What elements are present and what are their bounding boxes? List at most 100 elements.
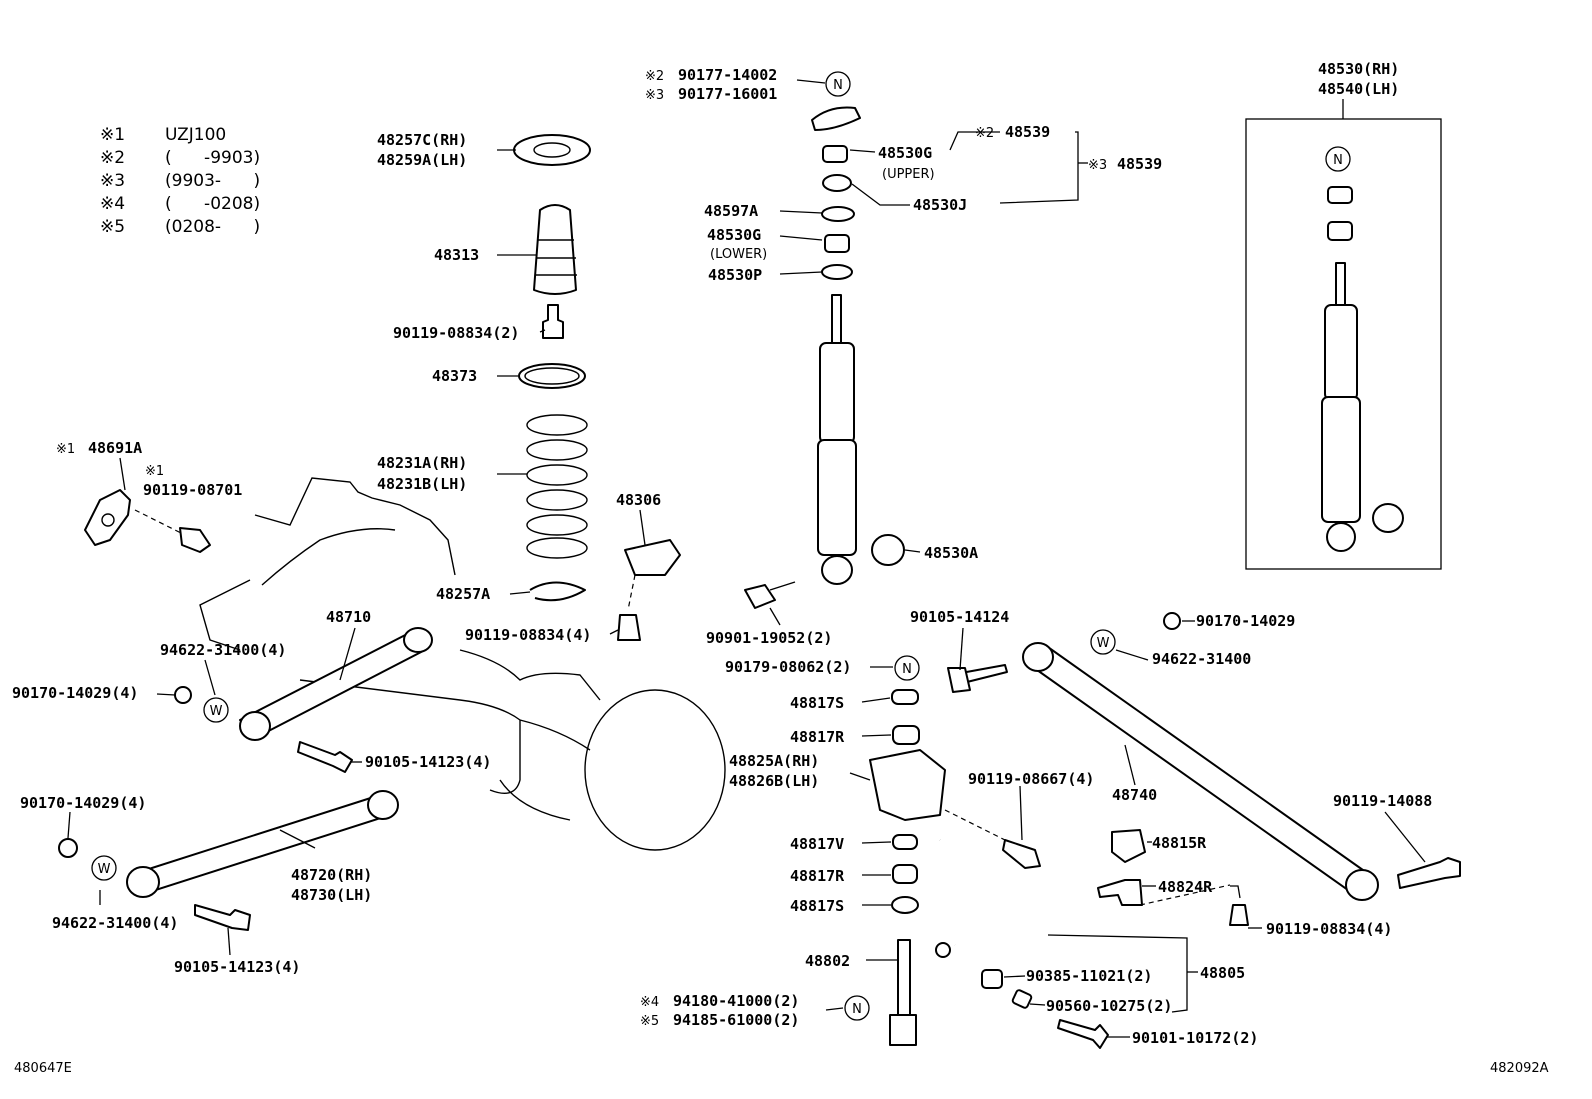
part-label[interactable]: 48530J xyxy=(913,196,967,214)
part-sublabel: (LOWER) xyxy=(710,247,767,262)
part-label[interactable]: 48373 xyxy=(432,367,477,385)
part-label[interactable]: 90560-10275(2) xyxy=(1046,997,1172,1015)
part-label[interactable]: 48306 xyxy=(616,491,661,509)
part-label[interactable]: 90105-14124 xyxy=(910,608,1009,626)
nut xyxy=(58,838,78,858)
part-label[interactable]: 48313 xyxy=(434,246,479,264)
note-text: (9903- ) xyxy=(165,171,260,191)
part-label[interactable]: 48231A(RH) xyxy=(377,454,467,472)
part-label[interactable]: 90385-11021(2) xyxy=(1026,967,1152,985)
note-mark: ※5 xyxy=(100,217,125,237)
w-symbol xyxy=(91,855,117,881)
part-label[interactable]: 90119-08667(4) xyxy=(968,770,1094,788)
part-label[interactable]: 90179-08062(2) xyxy=(725,658,851,676)
part-label[interactable]: 48540(LH) xyxy=(1318,80,1399,98)
part-label[interactable]: 48530A xyxy=(924,544,978,562)
illustration-code-right: 482092A xyxy=(1490,1061,1549,1076)
stabilizer-bracket xyxy=(869,749,946,821)
n-symbol-text: N xyxy=(1333,153,1343,168)
part-label[interactable]: 48539 xyxy=(1005,123,1050,141)
part-label[interactable]: 94180-41000(2) xyxy=(673,992,799,1010)
note-mark: ※1 xyxy=(145,464,164,479)
part-label[interactable]: 90119-08834(2) xyxy=(393,324,519,342)
stabilizer-link xyxy=(897,939,911,1021)
part-label[interactable]: 48802 xyxy=(805,952,850,970)
part-label[interactable]: 48824R xyxy=(1158,878,1213,896)
symbols: N N N N W W W xyxy=(91,71,1351,1021)
part-label[interactable]: 94185-61000(2) xyxy=(673,1011,799,1029)
part-label[interactable]: 48530(RH) xyxy=(1318,60,1399,78)
bushing-48530A xyxy=(871,534,905,566)
part-label[interactable]: 90119-08701 xyxy=(143,481,242,499)
part-label[interactable]: 48530G xyxy=(878,144,932,162)
part-label[interactable]: 48817S xyxy=(790,694,844,712)
coil-spring xyxy=(526,414,588,559)
part-label[interactable]: 48691A xyxy=(88,439,142,457)
lower-spring-insulator xyxy=(529,581,586,602)
part-label[interactable]: 90119-14088 xyxy=(1333,792,1432,810)
part-label[interactable]: 90901-19052(2) xyxy=(706,629,832,647)
part-label[interactable]: 48720(RH) xyxy=(291,866,372,884)
n-symbol-text: N xyxy=(833,78,843,93)
note-mark: ※3 xyxy=(100,171,125,191)
part-label[interactable]: 48730(LH) xyxy=(291,886,372,904)
n-symbol xyxy=(894,655,920,681)
part-label[interactable]: 90105-14123(4) xyxy=(365,753,491,771)
part-label[interactable]: 48826B(LH) xyxy=(729,772,819,790)
bolt xyxy=(194,904,251,931)
part-label[interactable]: 90170-14029(4) xyxy=(12,684,138,702)
part-label[interactable]: 48805 xyxy=(1200,964,1245,982)
part-label[interactable]: 48257C(RH) xyxy=(377,131,467,149)
part-label[interactable]: 48815R xyxy=(1152,834,1207,852)
note-mark: ※3 xyxy=(1088,158,1107,173)
nut xyxy=(174,686,192,704)
part-label[interactable]: 48710 xyxy=(326,608,371,626)
n-symbol xyxy=(844,995,870,1021)
bracket xyxy=(84,489,131,546)
part-label[interactable]: 48740 xyxy=(1112,786,1157,804)
w-symbol-text: W xyxy=(98,862,111,877)
part-label[interactable]: 94622-31400(4) xyxy=(52,914,178,932)
part-label[interactable]: 90177-16001 xyxy=(678,85,777,103)
bolt xyxy=(744,584,776,609)
part-label[interactable]: 48825A(RH) xyxy=(729,752,819,770)
part-label[interactable]: 90170-14029(4) xyxy=(20,794,146,812)
part-label[interactable]: 94622-31400(4) xyxy=(160,641,286,659)
part-label[interactable]: 94622-31400 xyxy=(1152,650,1251,668)
part-label[interactable]: 48539 xyxy=(1117,155,1162,173)
notes-legend: ※1 UZJ100 ※2 ( -9903) ※3 (9903- ) ※4 ( -… xyxy=(100,125,260,237)
cushion-48817S xyxy=(891,689,919,705)
part-label[interactable]: 48259A(LH) xyxy=(377,151,467,169)
part-label[interactable]: 48530P xyxy=(708,266,762,284)
part-label[interactable]: 90170-14029 xyxy=(1196,612,1295,630)
part-label[interactable]: 90119-08834(4) xyxy=(1266,920,1392,938)
part-label[interactable]: 48597A xyxy=(704,202,758,220)
illustration-code-left: 480647E xyxy=(14,1061,72,1076)
bolt xyxy=(617,614,641,641)
note-mark: ※3 xyxy=(645,88,664,103)
note-mark: ※1 xyxy=(100,125,125,145)
part-label[interactable]: 48231B(LH) xyxy=(377,475,467,493)
shock-absorber xyxy=(817,294,857,585)
cushion-upper xyxy=(822,145,848,163)
nut xyxy=(1163,612,1181,630)
part-label[interactable]: 90105-14123(4) xyxy=(174,958,300,976)
w-symbol-text: W xyxy=(1097,636,1110,651)
part-label[interactable]: 90101-10172(2) xyxy=(1132,1029,1258,1047)
retainer xyxy=(822,174,852,192)
part-label[interactable]: 48817R xyxy=(790,867,845,885)
part-labels[interactable]: 48257C(RH) 48259A(LH) 48313 90119-08834(… xyxy=(12,60,1432,1047)
part-label[interactable]: 48817R xyxy=(790,728,845,746)
part-label[interactable]: 90119-08834(4) xyxy=(465,626,591,644)
bolt xyxy=(179,527,211,553)
part-label[interactable]: 48817S xyxy=(790,897,844,915)
bolt xyxy=(297,741,353,773)
part-label[interactable]: 48817V xyxy=(790,835,844,853)
part-label[interactable]: 48257A xyxy=(436,585,490,603)
note-text: ( -0208) xyxy=(165,194,260,214)
part-label[interactable]: 90177-14002 xyxy=(678,66,777,84)
bolt xyxy=(1002,839,1041,869)
part-label[interactable]: 48530G xyxy=(707,226,761,244)
note-mark: ※2 xyxy=(975,126,994,141)
